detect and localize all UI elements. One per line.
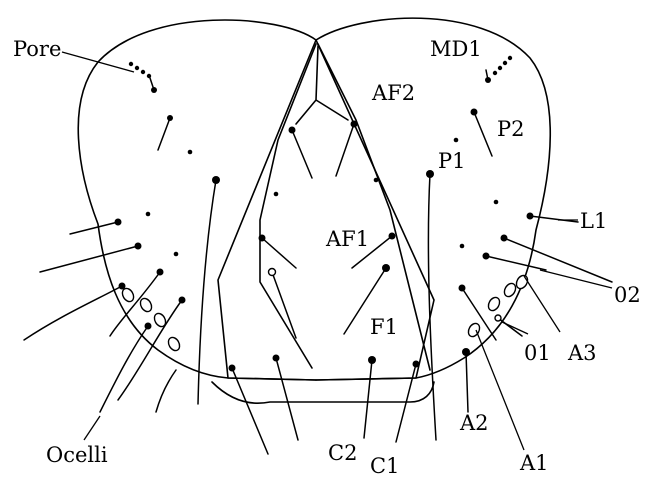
setae-left [24, 78, 220, 412]
label-p1: P1 [438, 149, 466, 173]
o1-leader [502, 322, 528, 334]
pore-leader [62, 52, 134, 72]
label-pore: Pore [13, 37, 61, 61]
md1-dots [493, 56, 512, 75]
o2-leader [540, 270, 612, 288]
frontal-suture-fork [296, 46, 348, 124]
label-md1: MD1 [430, 37, 482, 61]
label-o1: 01 [524, 341, 551, 365]
head-capsule-left-lobe [78, 20, 316, 380]
label-af2: AF2 [371, 81, 415, 105]
ocelli-leader [84, 416, 100, 440]
label-c1: C1 [370, 454, 399, 478]
label-o2: 02 [614, 283, 641, 307]
setae-clypeus [229, 355, 420, 455]
label-a2: A2 [459, 411, 489, 435]
frons-inner-line [260, 44, 316, 368]
label-f1: F1 [370, 315, 398, 339]
label-a3: A3 [567, 341, 597, 365]
label-a1: A1 [519, 451, 549, 475]
label-c2: C2 [328, 441, 357, 465]
label-p2: P2 [497, 117, 525, 141]
pore-dots [129, 62, 151, 78]
head-capsule-right-lobe [316, 18, 550, 380]
a3-leader [524, 276, 560, 332]
ocelli-right [466, 273, 530, 338]
label-l1: L1 [580, 209, 607, 233]
label-af1: AF1 [325, 227, 369, 251]
label-ocelli: Ocelli [46, 443, 108, 467]
